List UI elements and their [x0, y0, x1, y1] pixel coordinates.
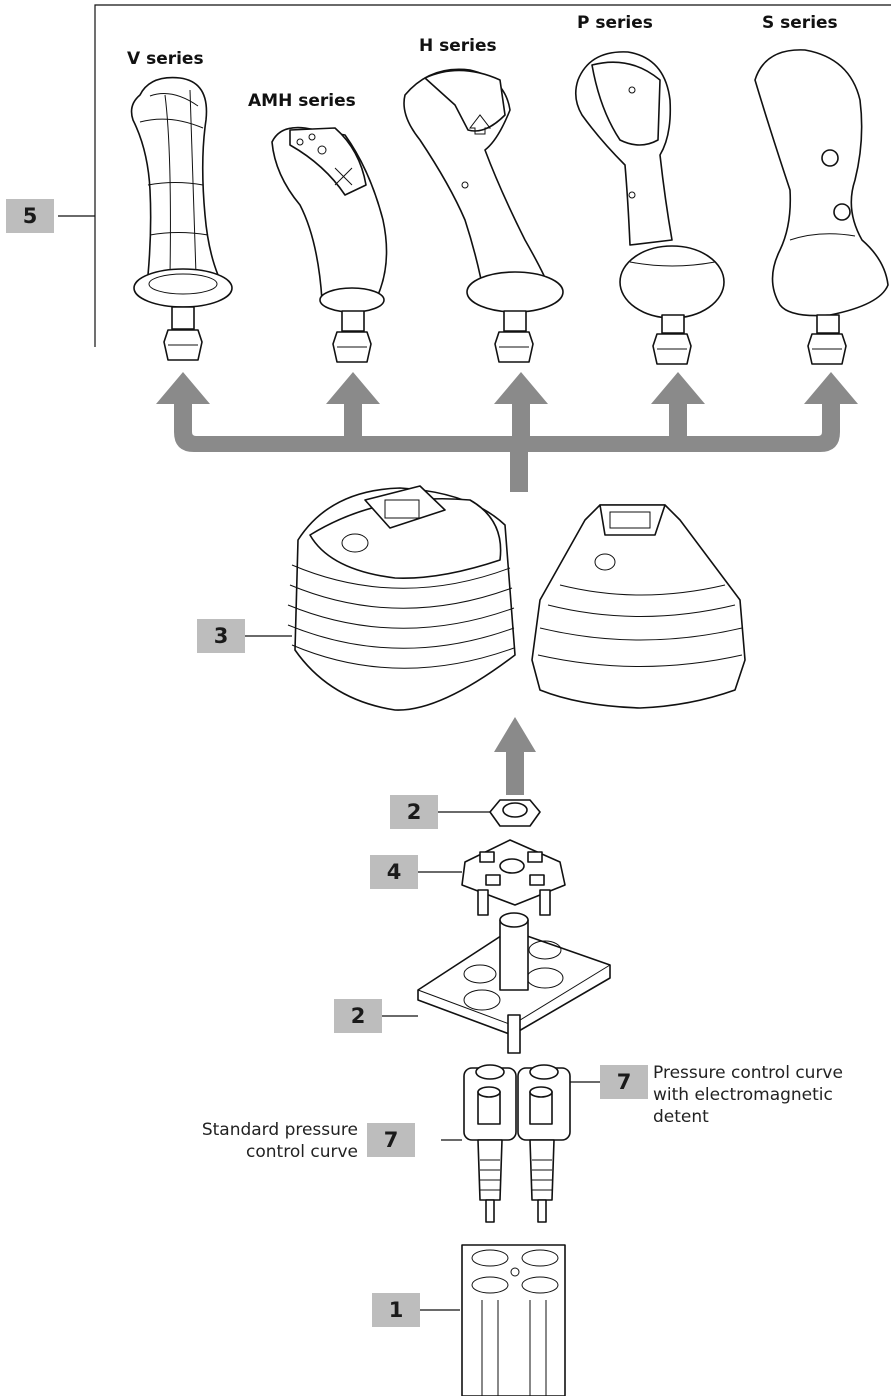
handles-bracket [58, 4, 891, 347]
h-series-handle [403, 68, 564, 363]
note-em-detent-curve: Pressure control curve with electromagne… [653, 1062, 843, 1128]
note-em-line-1: Pressure control curve [653, 1063, 843, 1083]
callout-pressure-std: 7 [367, 1123, 415, 1157]
note-em-line-3: detent [653, 1107, 709, 1127]
rectangular-bellows-boot [531, 504, 746, 709]
series-label-v: V series [127, 49, 204, 69]
pressure-control-cartridge-left [463, 1064, 517, 1223]
adjustment-plate [461, 839, 566, 916]
p-series-handle [574, 51, 725, 365]
valve-housing [461, 1244, 566, 1396]
hex-nut [489, 799, 541, 827]
s-series-handle [754, 49, 889, 365]
square-bellows-boot [287, 485, 516, 711]
cardan-joint-plate [417, 912, 611, 1054]
v-series-handle [130, 76, 233, 361]
series-label-h: H series [419, 36, 497, 56]
note-std-line-2: control curve [246, 1142, 358, 1162]
callout-plate: 4 [370, 855, 418, 889]
series-label-amh: AMH series [248, 91, 356, 111]
leader-lines [244, 635, 600, 1311]
note-std-line-1: Standard pressure [201, 1120, 358, 1140]
callout-boots: 3 [197, 619, 245, 653]
boot-assembly-arrow [494, 717, 536, 795]
note-standard-curve: Standard pressure control curve [202, 1119, 358, 1163]
series-label-p: P series [577, 13, 653, 33]
note-em-line-2: with electromagnetic [653, 1085, 833, 1105]
callout-handles: 5 [6, 199, 54, 233]
series-label-s: S series [762, 13, 838, 33]
callout-housing: 1 [372, 1293, 420, 1327]
amh-series-handle [271, 126, 388, 363]
callout-pressure-em: 7 [600, 1065, 648, 1099]
handle-distribution-arrows [156, 372, 858, 492]
callout-cardan: 2 [334, 999, 382, 1033]
pressure-control-cartridge-right [517, 1064, 571, 1223]
callout-nut: 2 [390, 795, 438, 829]
